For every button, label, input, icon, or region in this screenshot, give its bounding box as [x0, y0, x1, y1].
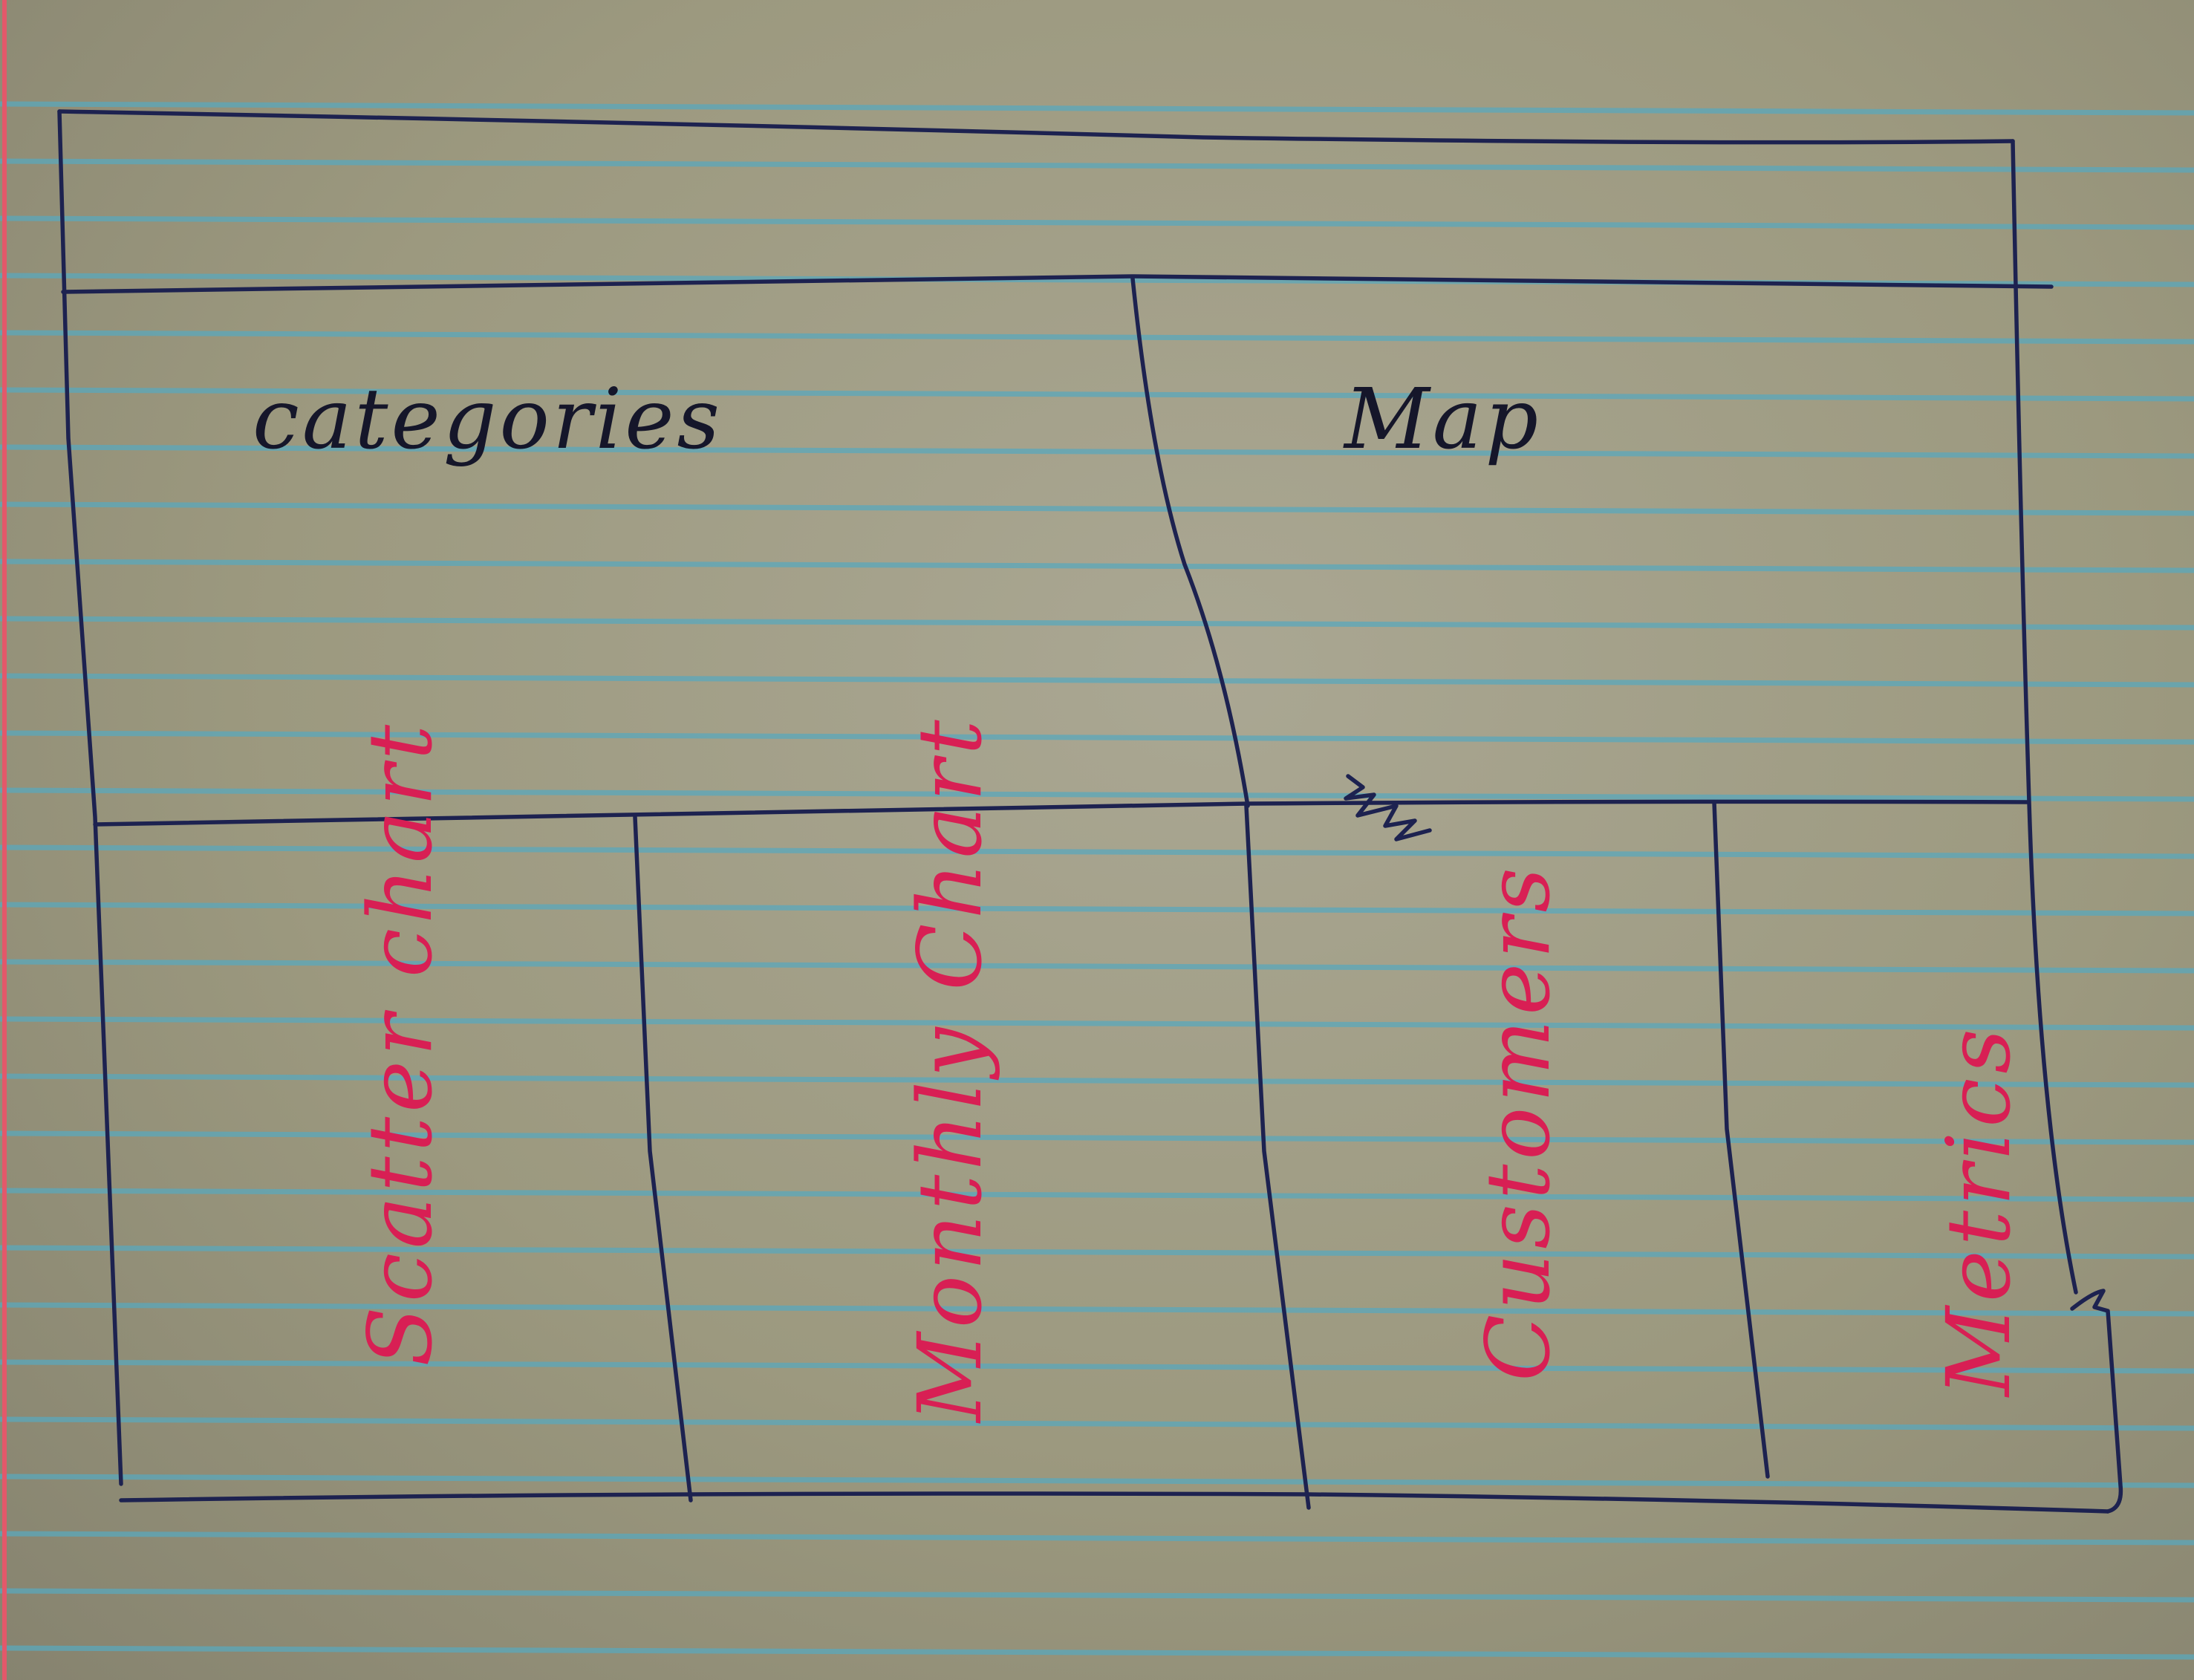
paper-rule-line: [0, 616, 2194, 631]
paper-rule-line: [0, 1416, 2194, 1431]
top-row-divider: [1130, 276, 1250, 808]
paper-rule-line: [0, 444, 2194, 459]
header-divider: [61, 274, 2054, 294]
monthly-chart-label: Monthly Chart: [899, 715, 1001, 1422]
map-label: Map: [1344, 371, 1542, 468]
paper-rule-line: [0, 959, 2194, 974]
frame-right-edge: [2011, 139, 2078, 1295]
paper-rule-line: [0, 1645, 2194, 1660]
paper-rule-line: [0, 387, 2194, 402]
paper-rule-line: [0, 1359, 2194, 1374]
paper-rule-line: [0, 844, 2194, 859]
paper-rule-line: [0, 902, 2194, 916]
bottom-divider-1: [633, 815, 693, 1502]
paper-rule-line: [0, 1531, 2194, 1546]
frame-left-edge: [57, 109, 123, 1486]
frame-top-edge: [57, 109, 2015, 145]
frame-corner-mark: [2070, 1289, 2123, 1514]
paper-rule-line: [0, 1474, 2194, 1488]
paper-rule-line: [0, 1302, 2194, 1317]
paper-rule-line: [0, 1245, 2194, 1260]
paper-rule-line: [0, 1130, 2194, 1145]
paper-rule-line: [0, 1588, 2194, 1603]
paper-rule-line: [0, 215, 2194, 230]
paper-rule-line: [0, 501, 2194, 516]
scatter-chart-label: Scatter chart: [349, 720, 452, 1367]
scribble-mark: [1344, 774, 1432, 841]
paper-rule-line: [0, 330, 2194, 345]
frame-bottom-edge: [119, 1491, 2110, 1514]
customers-label: Customers: [1467, 863, 1569, 1381]
paper-rule-line: [0, 559, 2194, 573]
metrics-label: Metrics: [1927, 1024, 2030, 1396]
bottom-divider-2: [1244, 804, 1311, 1510]
paper-rule-line: [0, 787, 2194, 802]
paper-rule-line: [0, 673, 2194, 688]
middle-divider: [93, 799, 2030, 827]
bottom-divider-3: [1712, 800, 1770, 1479]
paper-rule-line: [0, 1016, 2194, 1031]
paper-rule-line: [0, 101, 2194, 116]
paper-rule-line: [0, 158, 2194, 173]
paper-rule-line: [0, 1188, 2194, 1202]
categories-label: categories: [253, 371, 723, 468]
paper-rule-line: [0, 730, 2194, 745]
paper-rule-line: [0, 1073, 2194, 1088]
